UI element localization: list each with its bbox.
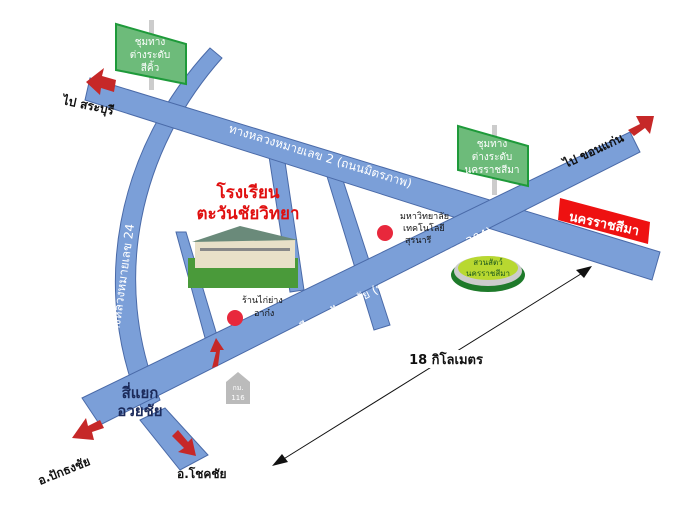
arrow-to-pakthongchai-icon <box>72 418 104 440</box>
highway-304-road <box>81 131 641 426</box>
zoo-marker: สวนสัตว์ นครราชสีมา <box>451 256 525 292</box>
school-name-line2: ตะวันชัยวิทยา <box>196 204 299 224</box>
direction-chokchai: อ.โชคชัย <box>177 466 227 481</box>
restaurant-label: ร้านไก่ย่าง <box>242 295 283 306</box>
km-116-marker: กม. 116 <box>226 372 250 404</box>
restaurant-label: อาก๋ง <box>254 308 274 319</box>
arrow-to-chokchai-icon <box>172 430 196 456</box>
highway-2-label: ทางหลวงหมายเลข 2 (ถนนมิตรภาพ) <box>227 121 413 190</box>
school-name-line1: โรงเรียน <box>215 182 279 203</box>
arrow-to-school-icon <box>210 338 224 368</box>
university-marker-icon <box>377 225 393 241</box>
svg-text:ชุมทาง: ชุมทาง <box>135 37 166 48</box>
svg-text:ต่างระดับ: ต่างระดับ <box>130 50 171 61</box>
svg-text:ชุมทาง: ชุมทาง <box>477 139 508 150</box>
school-building-image <box>188 226 298 288</box>
highway-2-road <box>84 77 661 281</box>
university-label: มหาวิทยาลัย <box>400 211 449 222</box>
svg-text:กม.: กม. <box>232 384 243 392</box>
distance-label: 18 กิโลเมตร <box>409 351 483 368</box>
university-label: เทคโนโลยี <box>403 223 445 234</box>
direction-pakthongchai: อ.ปักธงชัย <box>36 454 92 488</box>
arrow-to-khonkaen-icon <box>628 116 654 136</box>
svg-text:สีคิ้ว: สีคิ้ว <box>141 60 159 74</box>
svg-text:นครราชสีมา: นครราชสีมา <box>465 164 520 176</box>
sign-korat-interchange: ชุมทาง ต่างระดับ นครราชสีมา <box>457 124 529 195</box>
junction-label: สี่แยก <box>122 382 159 402</box>
svg-text:ต่างระดับ: ต่างระดับ <box>472 152 513 163</box>
university-label: สุรนารี <box>405 235 432 246</box>
sign-sikhio-interchange: ชุมทาง ต่างระดับ สีคิ้ว <box>115 20 187 90</box>
svg-text:116: 116 <box>231 394 245 402</box>
svg-text:สวนสัตว์: สวนสัตว์ <box>473 257 502 267</box>
arrow-to-saraburi-icon <box>86 68 116 95</box>
svg-text:นครราชสีมา: นครราชสีมา <box>466 269 510 278</box>
restaurant-marker-icon <box>227 310 243 326</box>
junction-label: อวยชัย <box>117 402 162 420</box>
